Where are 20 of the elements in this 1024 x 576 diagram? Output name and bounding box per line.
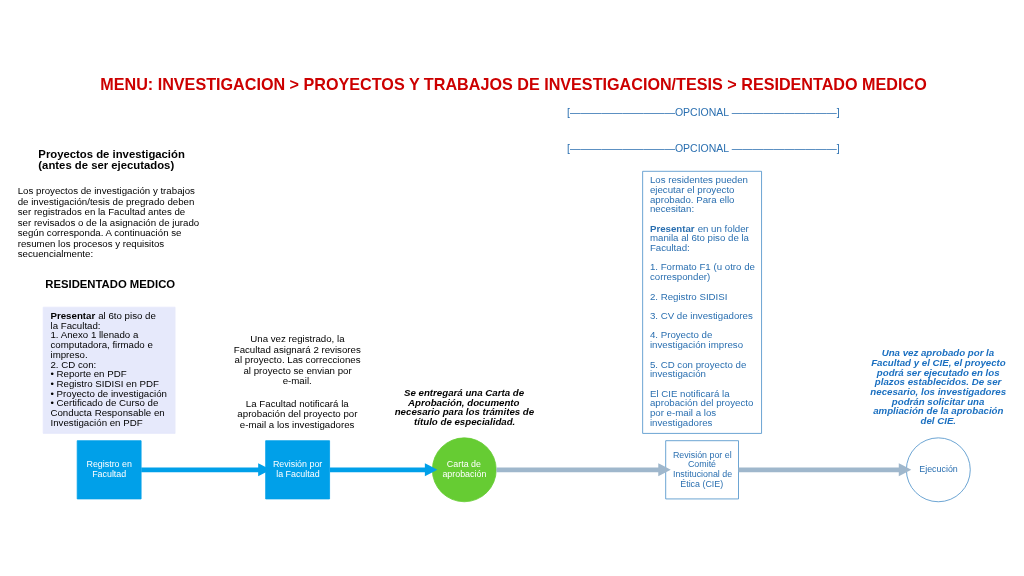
- node-label: La Facultad notificará la aprobación del proyecto por e-mail a los investigadores: [237, 397, 358, 430]
- arrow: [329, 463, 438, 477]
- node-box: Revisión por el Comité Institucional de Ética (CIE): [665, 440, 739, 500]
- label: [——————————OPCIONAL ——————————]: [567, 105, 840, 118]
- node-label: Una vez registrado, la Facultad asignará 2 revisores al proyecto. Las correcciones al proyecto se envian por e-mail.: [233, 333, 361, 387]
- node-label: Una vez aprobado por la Facultad y el CIE, el proyecto podrá ser ejecutado en los plazos establecidos. De ser necesario, los investigadores podrán solicitar una ampliación de la aprobación del CIE.: [870, 347, 1007, 427]
- label: RESIDENTADO MEDICO: [45, 277, 176, 290]
- node-label: Se entregará una Carta de Aprobación, documento necesario para los trámites de título de especialidad.: [394, 386, 535, 427]
- node-circle: Carta de aprobación: [431, 437, 497, 503]
- node-circle: Ejecución: [905, 437, 971, 503]
- node-box: Presentar al 6to piso de la Facultad: 1. Anexo 1 llenado a computadora, firmado e impreso. 2. CD con: • Reporte en PDF • Registro SIDISI en PDF • Proyecto de investigación • Certificado de Curso de Conducta Responsable en Investigación en PDF: [42, 306, 176, 434]
- arrow: [738, 463, 912, 477]
- label: Proyectos de investigación (antes de ser ejecutados): [38, 147, 185, 172]
- node-box: Registro en Facultad: [76, 440, 142, 500]
- arrow: [496, 463, 671, 477]
- node-box: Los residentes pueden ejecutar el proyecto aprobado. Para ello necesitan: Presentar en un folder manila al 6to piso de la Facultad: 1. Formato F1 (u otro de corresponder) 2. Registro SIDISI 3. CV de investigadores 4. Proyecto de investigación impreso 5. CD con proyecto de investigación El CIE notificará la aprobación del proyecto por e-mail a los investigadores: [642, 170, 762, 434]
- label: [——————————OPCIONAL ——————————]: [567, 142, 840, 155]
- node-box: Revisión por la Facultad: [265, 440, 330, 500]
- diagram-title: MENU: INVESTIGACION > PROYECTOS Y TRABAJOS DE INVESTIGACION/TESIS > RESIDENTADO MEDICO: [100, 74, 927, 93]
- label: Los proyectos de investigación y trabajos de investigación/tesis de pregrado deben ser registrados en la Facultad antes de ser revisados o de la asignación de jurado según corresponda. A continuación se resumen los procesos y requisitos secuencialmente:: [17, 185, 200, 260]
